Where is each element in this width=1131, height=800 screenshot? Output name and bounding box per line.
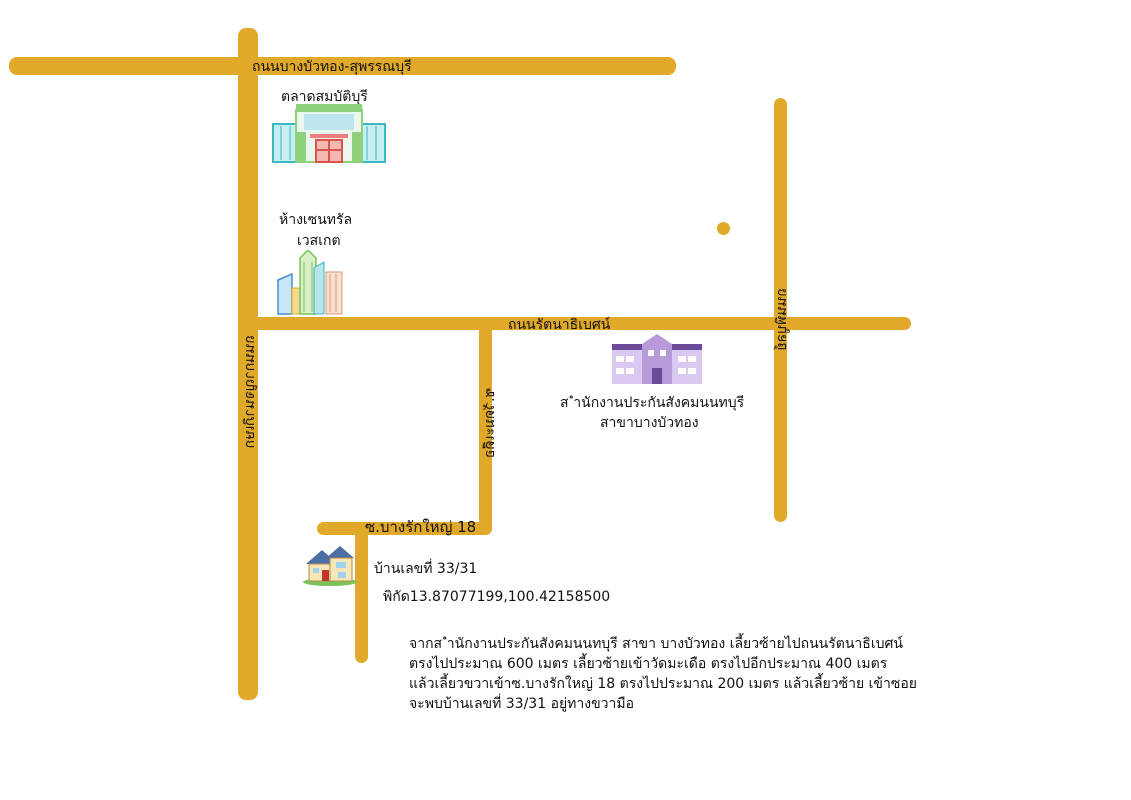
market-label: ตลาดสมบัติบุรี xyxy=(281,89,368,105)
mall-label-line2: เวสเกต xyxy=(297,233,341,249)
road-kanchanaphisek xyxy=(238,28,258,700)
road-label-top: ถนนบางบัวทอง-สุพรรณบุรี xyxy=(252,59,412,75)
road-label-east: ถนนพิบูลย์ xyxy=(774,288,790,351)
directions-line-4: จะพบบ้านเลขที่ 33/31 อยู่ทางขวามือ xyxy=(409,696,635,712)
map-marker-dot xyxy=(717,222,730,235)
road-east xyxy=(774,98,787,522)
road-label-west: ถนนกาญจนาภิเษก xyxy=(242,335,258,449)
house-icon xyxy=(302,544,358,586)
directions-text: จากส ำนักงานประกันสังคมนนทบุรี สาขา บางบ… xyxy=(409,634,969,714)
road-label-soi: ซ.วัดมะเดือ xyxy=(482,388,498,458)
office-building-icon xyxy=(612,334,702,384)
office-label-line2: สาขาบางบัวทอง xyxy=(600,415,699,431)
road-house-lane xyxy=(355,522,368,663)
road-soi-wat-maduea xyxy=(479,321,492,535)
directions-line-1: จากส ำนักงานประกันสังคมนนทบุรี สาขา บางบ… xyxy=(409,636,903,652)
mall-label-line1: ห้างเซนทรัล xyxy=(279,212,353,228)
road-bangbuathong-suphan xyxy=(9,57,676,75)
directions-line-3: แล้วเลี้ยวขวาเข้าซ.บางรักใหญ่ 18 ตรงไปปร… xyxy=(409,676,917,692)
house-label: บ้านเลขที่ 33/31 xyxy=(374,561,478,577)
city-buildings-icon xyxy=(276,248,346,316)
office-label-line1: ส ำนักงานประกันสังคมนนทบุรี xyxy=(560,395,745,411)
road-label-lane: ซ.บางรักใหญ่ 18 xyxy=(365,518,477,536)
road-label-middle: ถนนรัตนาธิเบศน์ xyxy=(508,317,611,333)
directions-line-2: ตรงไปประมาณ 600 เมตร เลี้ยวซ้ายเข้าวัดมะ… xyxy=(409,656,888,672)
market-building-icon xyxy=(272,104,386,164)
road-rattanathibet xyxy=(247,317,911,330)
house-coordinates: พิกัด13.87077199,100.42158500 xyxy=(383,589,611,605)
